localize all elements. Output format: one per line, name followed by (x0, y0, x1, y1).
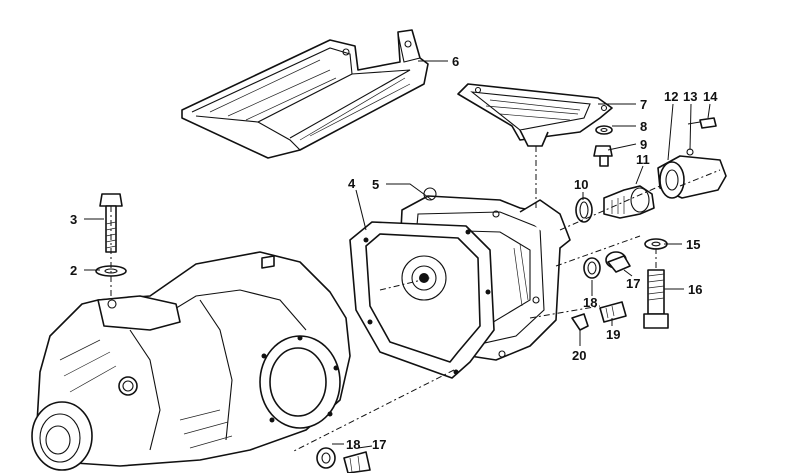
callout-9: 9 (640, 137, 647, 152)
callout-18-right: 18 (583, 295, 597, 310)
callout-6: 6 (452, 54, 459, 69)
callout-19: 19 (606, 327, 620, 342)
cover-seal (457, 83, 613, 147)
callout-12: 12 (664, 89, 678, 104)
callout-15: 15 (686, 237, 700, 252)
callout-8: 8 (640, 119, 647, 134)
bolt-right (643, 269, 669, 329)
plug (583, 251, 631, 279)
callout-17-right: 17 (626, 276, 640, 291)
callout-18-bottom: 18 (346, 437, 360, 452)
callout-5: 5 (372, 177, 379, 192)
shaft-seal (575, 197, 593, 223)
lock-washer (595, 125, 613, 135)
callout-4: 4 (348, 176, 356, 191)
screw (593, 145, 613, 167)
plug-bottom (316, 447, 371, 473)
callout-10: 10 (574, 177, 588, 192)
gasket (349, 221, 495, 379)
mounting-bracket (181, 29, 429, 159)
callout-20: 20 (572, 348, 586, 363)
differential-housing (31, 251, 351, 471)
bolt-19 (599, 301, 627, 323)
callout-3: 3 (70, 212, 77, 227)
callout-7: 7 (640, 97, 647, 112)
clip-20 (571, 313, 589, 331)
leader-lines (84, 60, 711, 449)
callout-11: 11 (636, 152, 650, 167)
callout-17-bottom: 17 (372, 437, 386, 452)
washer-right (644, 238, 668, 250)
callout-16: 16 (688, 282, 702, 297)
flange (603, 185, 655, 219)
callout-13: 13 (683, 89, 697, 104)
callout-14: 14 (703, 89, 718, 104)
callout-2: 2 (70, 263, 77, 278)
